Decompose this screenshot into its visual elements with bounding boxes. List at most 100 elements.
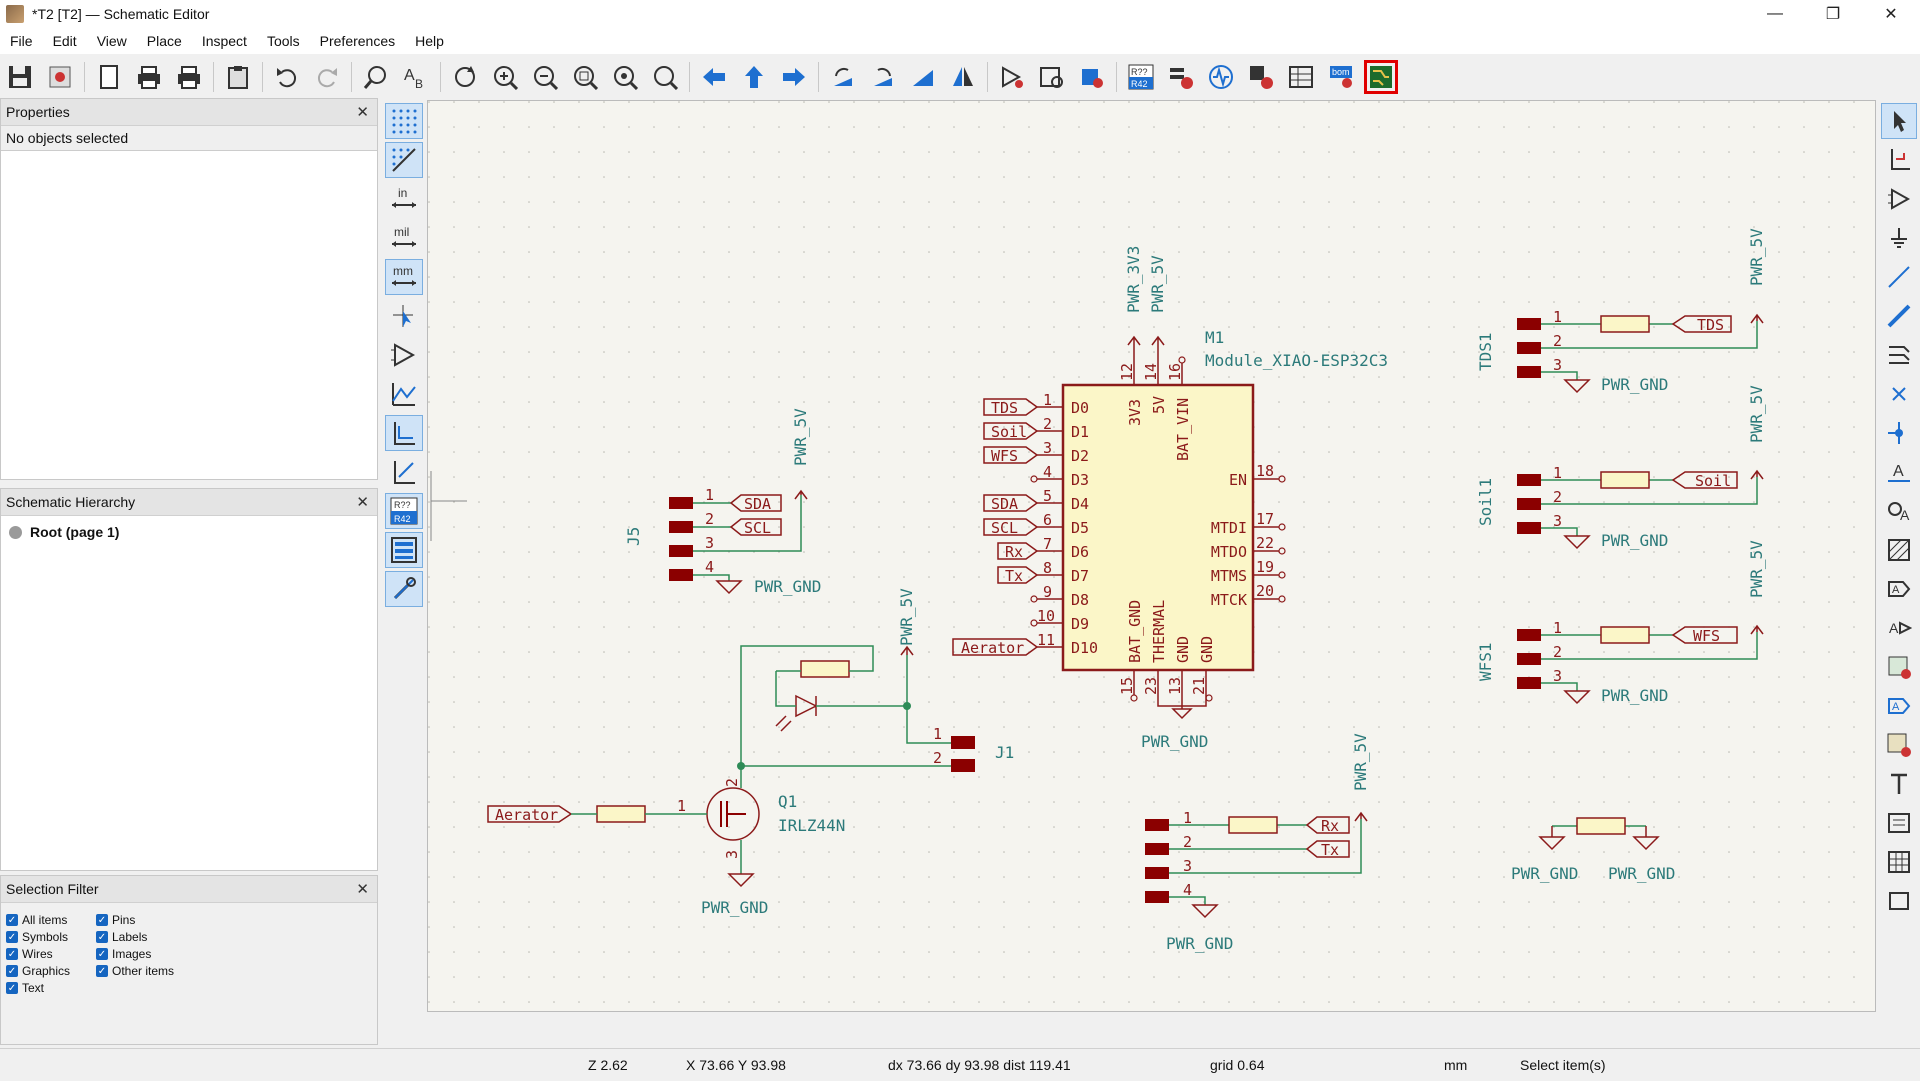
minimize-button[interactable]: — <box>1767 5 1783 22</box>
units-mm-button[interactable]: mm <box>385 259 423 295</box>
properties-close-button[interactable]: ✕ <box>356 104 369 121</box>
add-netclass-directive-icon[interactable]: A <box>1881 493 1917 529</box>
add-bus-entry-icon[interactable] <box>1881 337 1917 373</box>
footprint-editor-icon[interactable] <box>1075 60 1109 94</box>
menu-file[interactable]: File <box>10 33 33 49</box>
add-power-icon[interactable] <box>1881 220 1917 256</box>
line-mode-90-icon[interactable] <box>385 415 423 451</box>
open-pcb-editor-icon[interactable] <box>1364 60 1398 94</box>
navigate-up-icon[interactable] <box>737 60 771 94</box>
add-rule-area-icon[interactable] <box>1881 532 1917 568</box>
units-mils-button[interactable]: mil <box>385 220 423 256</box>
rotate-cw-icon[interactable] <box>866 60 900 94</box>
module-m1[interactable]: M1 Module_XIAO-ESP32C3 1 2 3 4 5 6 7 8 9… <box>952 246 1388 751</box>
add-hier-label-icon[interactable]: A <box>1881 610 1917 646</box>
select-tool-icon[interactable] <box>1881 103 1917 139</box>
bom-icon[interactable]: bom <box>1324 60 1358 94</box>
save-icon[interactable] <box>3 60 37 94</box>
rotate-ccw-icon[interactable] <box>826 60 860 94</box>
filter-images[interactable]: ✓Images <box>96 947 152 961</box>
filter-pins[interactable]: ✓Pins <box>96 913 136 927</box>
zoom-out-icon[interactable] <box>528 60 562 94</box>
add-sheet-icon[interactable] <box>1881 649 1917 685</box>
sensor-wfs1[interactable]: WFS1 123 WFS PWR_5V PWR_GND <box>1476 540 1766 705</box>
page-settings-icon[interactable] <box>92 60 126 94</box>
grid-overrides-icon[interactable] <box>385 142 423 178</box>
grid-toggle-icon[interactable] <box>385 103 423 139</box>
schematic-setup-icon[interactable] <box>43 60 77 94</box>
print-icon[interactable] <box>132 60 166 94</box>
fields-table-icon[interactable] <box>1284 60 1318 94</box>
hierarchy-root-item[interactable]: Root (page 1) <box>1 516 377 548</box>
add-junction-icon[interactable] <box>1881 415 1917 451</box>
paste-icon[interactable] <box>221 60 255 94</box>
selection-filter-close-button[interactable]: ✕ <box>356 881 369 898</box>
menu-inspect[interactable]: Inspect <box>201 33 247 49</box>
units-inches-button[interactable]: in <box>385 181 423 217</box>
filter-labels[interactable]: ✓Labels <box>96 930 148 944</box>
symbol-browser-icon[interactable] <box>1035 60 1069 94</box>
line-mode-45-icon[interactable] <box>385 454 423 490</box>
simulator-icon[interactable] <box>1204 60 1238 94</box>
add-wire-icon[interactable] <box>1881 259 1917 295</box>
menu-place[interactable]: Place <box>146 33 182 49</box>
navigate-forward-icon[interactable] <box>777 60 811 94</box>
zoom-objects-icon[interactable] <box>608 60 642 94</box>
hierarchy-close-button[interactable]: ✕ <box>356 494 369 511</box>
schematic-sheet[interactable]: M1 Module_XIAO-ESP32C3 1 2 3 4 5 6 7 8 9… <box>428 101 1875 1011</box>
undo-icon[interactable] <box>270 60 304 94</box>
symbol-editor-icon[interactable] <box>995 60 1029 94</box>
erc-icon[interactable] <box>1164 60 1198 94</box>
mirror-vertical-icon[interactable] <box>906 60 940 94</box>
filter-graphics[interactable]: ✓Graphics <box>6 964 71 978</box>
hidden-pins-icon[interactable] <box>385 337 423 373</box>
filter-wires[interactable]: ✓Wires <box>6 947 53 961</box>
zoom-selection-icon[interactable] <box>648 60 682 94</box>
cursor-style-icon[interactable] <box>385 298 423 334</box>
add-global-label-icon[interactable]: A <box>1881 571 1917 607</box>
zoom-fit-icon[interactable] <box>568 60 602 94</box>
schematic-canvas[interactable]: M1 Module_XIAO-ESP32C3 1 2 3 4 5 6 7 8 9… <box>427 100 1876 1012</box>
add-rectangle-icon[interactable] <box>1881 883 1917 919</box>
add-label-icon[interactable]: A <box>1881 454 1917 490</box>
add-sheet-pin-icon[interactable]: A <box>1881 688 1917 724</box>
close-button[interactable]: ✕ <box>1884 6 1898 23</box>
menu-tools[interactable]: Tools <box>266 33 300 49</box>
highlight-net-icon[interactable] <box>1881 142 1917 178</box>
import-sheet-pin-icon[interactable] <box>1881 727 1917 763</box>
mirror-horizontal-icon[interactable] <box>946 60 980 94</box>
gnd-resistor[interactable]: PWR_GND PWR_GND <box>1511 817 1675 883</box>
add-text-icon[interactable] <box>1881 766 1917 802</box>
add-bus-icon[interactable] <box>1881 298 1917 334</box>
find-icon[interactable] <box>359 60 393 94</box>
filter-symbols[interactable]: ✓Symbols <box>6 930 69 944</box>
navigate-back-icon[interactable] <box>697 60 731 94</box>
menu-help[interactable]: Help <box>415 33 444 49</box>
plot-icon[interactable] <box>172 60 206 94</box>
menu-view[interactable]: View <box>96 33 127 49</box>
assign-footprints-icon[interactable] <box>1244 60 1278 94</box>
hierarchy-panel-toggle-icon[interactable] <box>385 532 423 568</box>
restore-button[interactable]: ❐ <box>1825 6 1841 23</box>
filter-other-items[interactable]: ✓Other items <box>96 964 175 978</box>
sensor-soil1[interactable]: Soil1 123 Soil PWR_5V PWR_GND <box>1476 385 1766 550</box>
no-connect-icon[interactable] <box>1881 376 1917 412</box>
redo-icon[interactable] <box>310 60 344 94</box>
annotate-icon[interactable]: R??R42 <box>1124 60 1158 94</box>
sensor-tds1[interactable]: TDS1 123 TDS PWR_5V PWR_GND <box>1476 228 1766 394</box>
properties-panel-toggle-icon[interactable] <box>385 571 423 607</box>
add-textbox-icon[interactable] <box>1881 805 1917 841</box>
filter-text[interactable]: ✓Text <box>6 981 45 995</box>
add-table-icon[interactable] <box>1881 844 1917 880</box>
menu-preferences[interactable]: Preferences <box>319 33 396 49</box>
zoom-in-icon[interactable] <box>488 60 522 94</box>
add-symbol-icon[interactable] <box>1881 181 1917 217</box>
filter-all-items[interactable]: ✓All items <box>6 913 68 927</box>
annotation-auto-icon[interactable]: R??R42 <box>385 493 423 529</box>
line-mode-free-icon[interactable] <box>385 376 423 412</box>
refresh-icon[interactable] <box>448 60 482 94</box>
